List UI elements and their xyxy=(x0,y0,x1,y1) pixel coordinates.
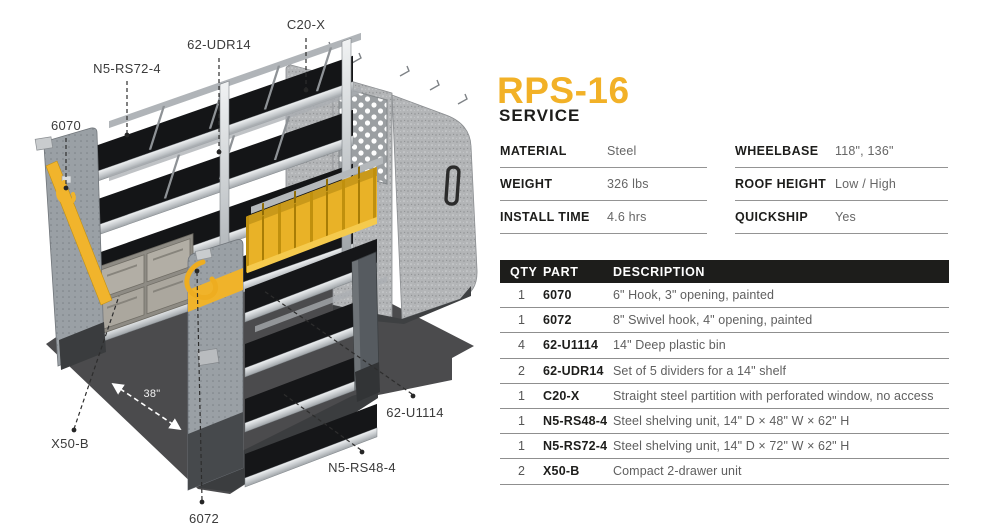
cell-description: Steel shelving unit, 14" D × 48" W × 62"… xyxy=(613,414,850,429)
table-row-6070: 1 6070 6" Hook, 3" opening, painted xyxy=(500,283,949,309)
callout-label-n5rs72: N5-RS72-4 xyxy=(93,61,161,76)
cell-description: Compact 2-drawer unit xyxy=(613,464,742,479)
cell-qty: 1 xyxy=(518,414,525,429)
page-title: RPS-16 xyxy=(497,70,630,111)
cell-qty: 4 xyxy=(518,338,525,353)
spec-row-quickship: QUICKSHIP Yes xyxy=(735,201,948,234)
end-panel-foot xyxy=(59,322,106,370)
spec-value: 4.6 hrs xyxy=(607,210,647,224)
spec-label: WEIGHT xyxy=(500,177,553,191)
shelf-levels-48 xyxy=(244,238,387,488)
cell-part: 6070 xyxy=(543,288,572,303)
spec-column-left: MATERIAL Steel WEIGHT 326 lbs INSTALL TI… xyxy=(500,135,707,234)
latch-plate xyxy=(196,348,220,366)
callout-label-62udr14: 62-UDR14 xyxy=(187,37,251,52)
yellow-strip xyxy=(45,160,113,306)
cell-description: 6" Hook, 3" opening, painted xyxy=(613,288,775,303)
spec-row-wheelbase: WHEELBASE 118", 136" xyxy=(735,135,948,168)
cell-qty: 1 xyxy=(518,288,525,303)
dimension-arrow-38 xyxy=(111,382,182,431)
cell-part: 6072 xyxy=(543,313,572,328)
callout-label-c20x: C20-X xyxy=(286,17,326,32)
parts-table: QTY PART DESCRIPTION 1 6070 6" Hook, 3" … xyxy=(500,260,949,485)
partition-handle xyxy=(444,165,461,206)
page-subtitle: SERVICE xyxy=(499,106,581,125)
spec-value: 118", 136" xyxy=(835,144,894,158)
cell-qty: 2 xyxy=(518,464,525,479)
cell-part: C20-X xyxy=(543,388,580,403)
drawer-units-x50b xyxy=(96,233,194,336)
cell-qty: 1 xyxy=(518,439,525,454)
cell-part: 62-U1114 xyxy=(543,338,599,353)
cell-part: X50-B xyxy=(543,464,580,479)
shelf-unit-48 xyxy=(184,156,387,491)
cell-description: Straight steel partition with perforated… xyxy=(613,388,934,403)
spec-value: Low / High xyxy=(835,177,897,191)
cell-part: 62-UDR14 xyxy=(543,363,604,378)
spec-label: INSTALL TIME xyxy=(500,210,590,224)
cell-qty: 2 xyxy=(518,363,525,378)
spec-label: MATERIAL xyxy=(500,144,567,158)
right-pillar-foot xyxy=(355,362,380,402)
plastic-bins xyxy=(246,156,383,274)
cell-description: 8" Swivel hook, 4" opening, painted xyxy=(613,313,813,328)
table-row-6072: 1 6072 8" Swivel hook, 4" opening, paint… xyxy=(500,308,949,334)
spec-label: ROOF HEIGHT xyxy=(735,177,827,191)
cell-part: N5-RS48-4 xyxy=(543,414,608,429)
cell-description: Set of 5 dividers for a 14" shelf xyxy=(613,363,787,378)
parts-table-header: QTY PART DESCRIPTION xyxy=(500,260,949,283)
callout-label-n5rs48: N5-RS48-4 xyxy=(328,460,396,475)
cell-description: 14" Deep plastic bin xyxy=(613,338,726,353)
dimension-label-38: 38" xyxy=(143,388,161,400)
callout-leaders xyxy=(65,38,413,501)
spec-row-weight: WEIGHT 326 lbs xyxy=(500,168,707,201)
callout-label-6072: 6072 xyxy=(188,511,220,526)
cell-description: Steel shelving unit, 14" D × 72" W × 62"… xyxy=(613,439,850,454)
table-row-c20x: 1 C20-X Straight steel partition with pe… xyxy=(500,384,949,409)
callout-dots xyxy=(63,87,416,505)
spec-value: 326 lbs xyxy=(607,177,649,191)
spec-value: Yes xyxy=(835,210,856,224)
header-description: DESCRIPTION xyxy=(613,264,706,279)
cell-part: N5-RS72-4 xyxy=(543,439,608,454)
header-part: PART xyxy=(543,264,579,279)
header-qty: QTY xyxy=(510,264,538,279)
table-row-n5rs48: 1 N5-RS48-4 Steel shelving unit, 14" D ×… xyxy=(500,409,949,435)
shelving-package-drawing xyxy=(34,32,478,505)
table-row-n5rs72: 1 N5-RS72-4 Steel shelving unit, 14" D ×… xyxy=(500,434,949,460)
partition-wing xyxy=(391,94,478,320)
callout-label-x50b: X50-B xyxy=(51,436,89,451)
cell-qty: 1 xyxy=(518,313,525,328)
corner-bracket xyxy=(34,136,54,151)
spec-value: Steel xyxy=(607,144,637,158)
callout-label-62u1114: 62-U1114 xyxy=(386,405,444,420)
spec-row-material: MATERIAL Steel xyxy=(500,135,707,168)
cell-qty: 1 xyxy=(518,388,525,403)
table-row-62u1114: 4 62-U1114 14" Deep plastic bin xyxy=(500,333,949,359)
table-row-62udr14: 2 62-UDR14 Set of 5 dividers for a 14" s… xyxy=(500,359,949,384)
spec-row-roof-height: ROOF HEIGHT Low / High xyxy=(735,168,948,201)
table-row-x50b: 2 X50-B Compact 2-drawer unit xyxy=(500,459,949,485)
spec-column-right: WHEELBASE 118", 136" ROOF HEIGHT Low / H… xyxy=(735,135,948,234)
spec-label: WHEELBASE xyxy=(735,144,819,158)
product-illustration: C20-X 62-UDR14 N5-RS72-4 6070 X50-B 6072… xyxy=(0,0,490,531)
spec-row-install-time: INSTALL TIME 4.6 hrs xyxy=(500,201,707,234)
spec-label: QUICKSHIP xyxy=(735,210,809,224)
callout-label-6070: 6070 xyxy=(50,118,82,133)
